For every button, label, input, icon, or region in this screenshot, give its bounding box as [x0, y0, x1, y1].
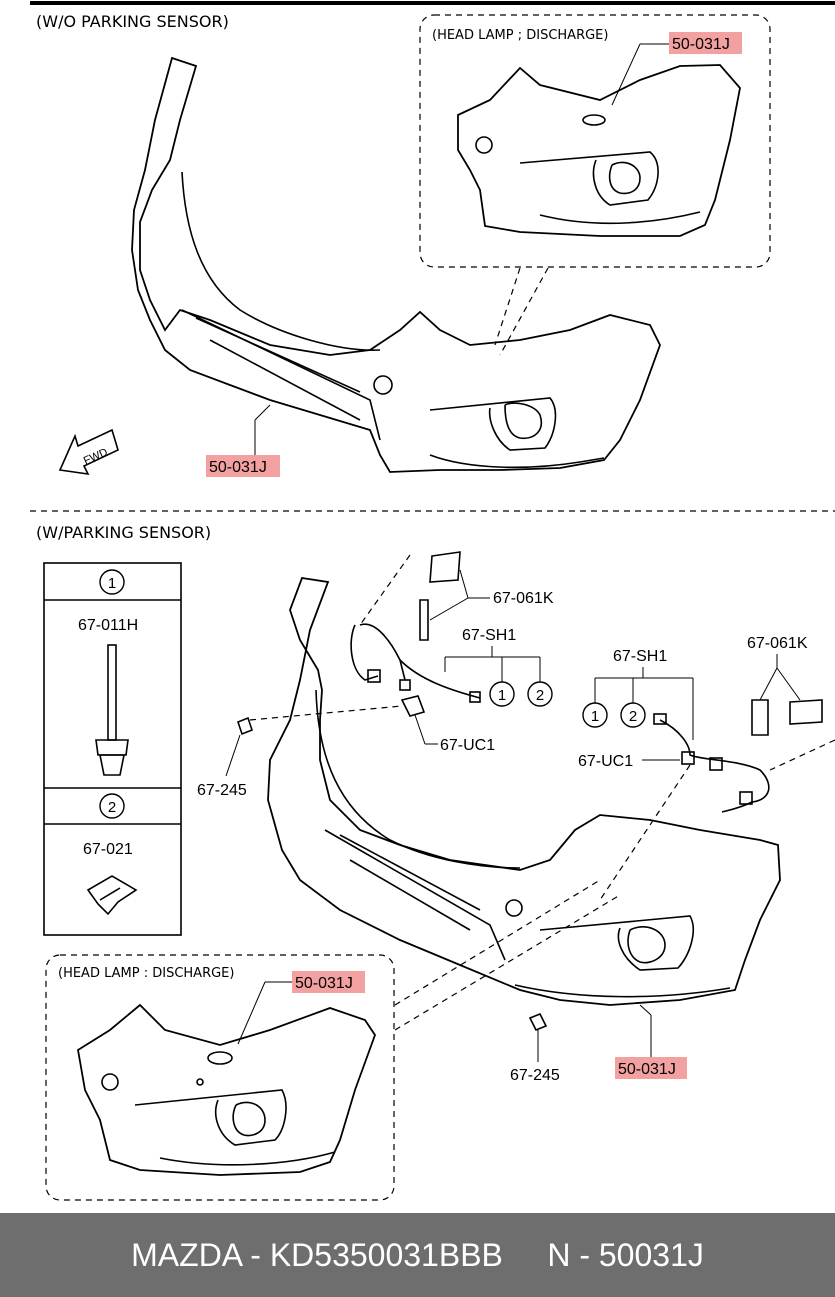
cable-tie-icon [95, 644, 129, 776]
ref-num-1-left: 1 [498, 687, 506, 704]
callout-67-061K-left: 67-061K [493, 590, 554, 607]
inset-box-top [419, 14, 771, 268]
sensor-pads-left-icon [419, 551, 461, 641]
callout-67-061K-right: 67-061K [747, 635, 808, 652]
callout-top-main-bg [206, 455, 280, 477]
ref-num-2-right: 2 [629, 708, 637, 725]
sensor-pads-right-icon [751, 699, 823, 736]
legend-num-1: 1 [108, 575, 116, 592]
legend-table: 1 67-011H 2 67-021 [43, 562, 182, 936]
callout-top-main: 50-031J [209, 459, 267, 476]
legend-circle-1 [99, 569, 125, 595]
callout-bottom-inset-bg [292, 971, 365, 993]
legend-part-1: 67-011H [78, 617, 138, 634]
ref-num-1-right: 1 [591, 708, 599, 725]
fwd-label: FWD [82, 446, 110, 467]
footer-bar [0, 1213, 835, 1297]
nut-bottom-icon [528, 1012, 548, 1032]
callout-67-245-left: 67-245 [197, 782, 247, 799]
inset-title-top: (HEAD LAMP ; DISCHARGE) [432, 28, 608, 43]
bumper-top-inset-discharge [457, 64, 741, 237]
ref-num-2-left: 2 [536, 687, 544, 704]
ref-circle-1-left [489, 681, 515, 707]
sensor-harness-right [653, 713, 770, 813]
leader-top-inset-a [499, 267, 549, 356]
bumper-bottom-with-sensor [267, 576, 781, 1006]
footer-part-number: MAZDA - KD5350031BBB N - 50031J [131, 1236, 704, 1273]
ref-circle-2-left [527, 681, 553, 707]
nut-left-icon [237, 716, 253, 736]
legend-part-2: 67-021 [83, 841, 133, 858]
callout-bottom-inset: 50-031J [295, 975, 353, 992]
section-title-with-sensor: (W/PARKING SENSOR) [36, 523, 211, 542]
callout-67-SH1-right: 67-SH1 [613, 648, 667, 665]
ref-circle-2-right [620, 702, 646, 728]
callout-67-SH1-left: 67-SH1 [462, 627, 516, 644]
clip-icon [86, 875, 138, 916]
callout-67-245-bottom: 67-245 [510, 1067, 560, 1084]
fwd-arrow-icon: FWD [58, 428, 119, 476]
section-title-without-sensor: (W/O PARKING SENSOR) [36, 12, 229, 31]
bumper-bottom-inset-discharge [77, 1003, 377, 1176]
callout-67-UC1-right: 67-UC1 [578, 753, 633, 770]
callout-67-UC1-left: 67-UC1 [440, 737, 495, 754]
sensor-harness-left [350, 623, 481, 703]
inset-box-bottom [45, 954, 395, 1201]
legend-circle-2 [99, 793, 125, 819]
callout-bottom-main: 50-031J [618, 1061, 676, 1078]
ref-circle-1-right [582, 702, 608, 728]
sensor-unit-left-icon [400, 695, 426, 717]
inset-title-bottom: (HEAD LAMP : DISCHARGE) [58, 966, 234, 981]
callout-top-inset-bg [669, 32, 742, 54]
leader-top-inset-b [494, 267, 521, 346]
legend-num-2: 2 [108, 799, 116, 816]
callout-bottom-main-bg [615, 1057, 687, 1079]
callout-top-inset: 50-031J [672, 36, 730, 53]
bumper-top-without-sensor [131, 56, 661, 473]
